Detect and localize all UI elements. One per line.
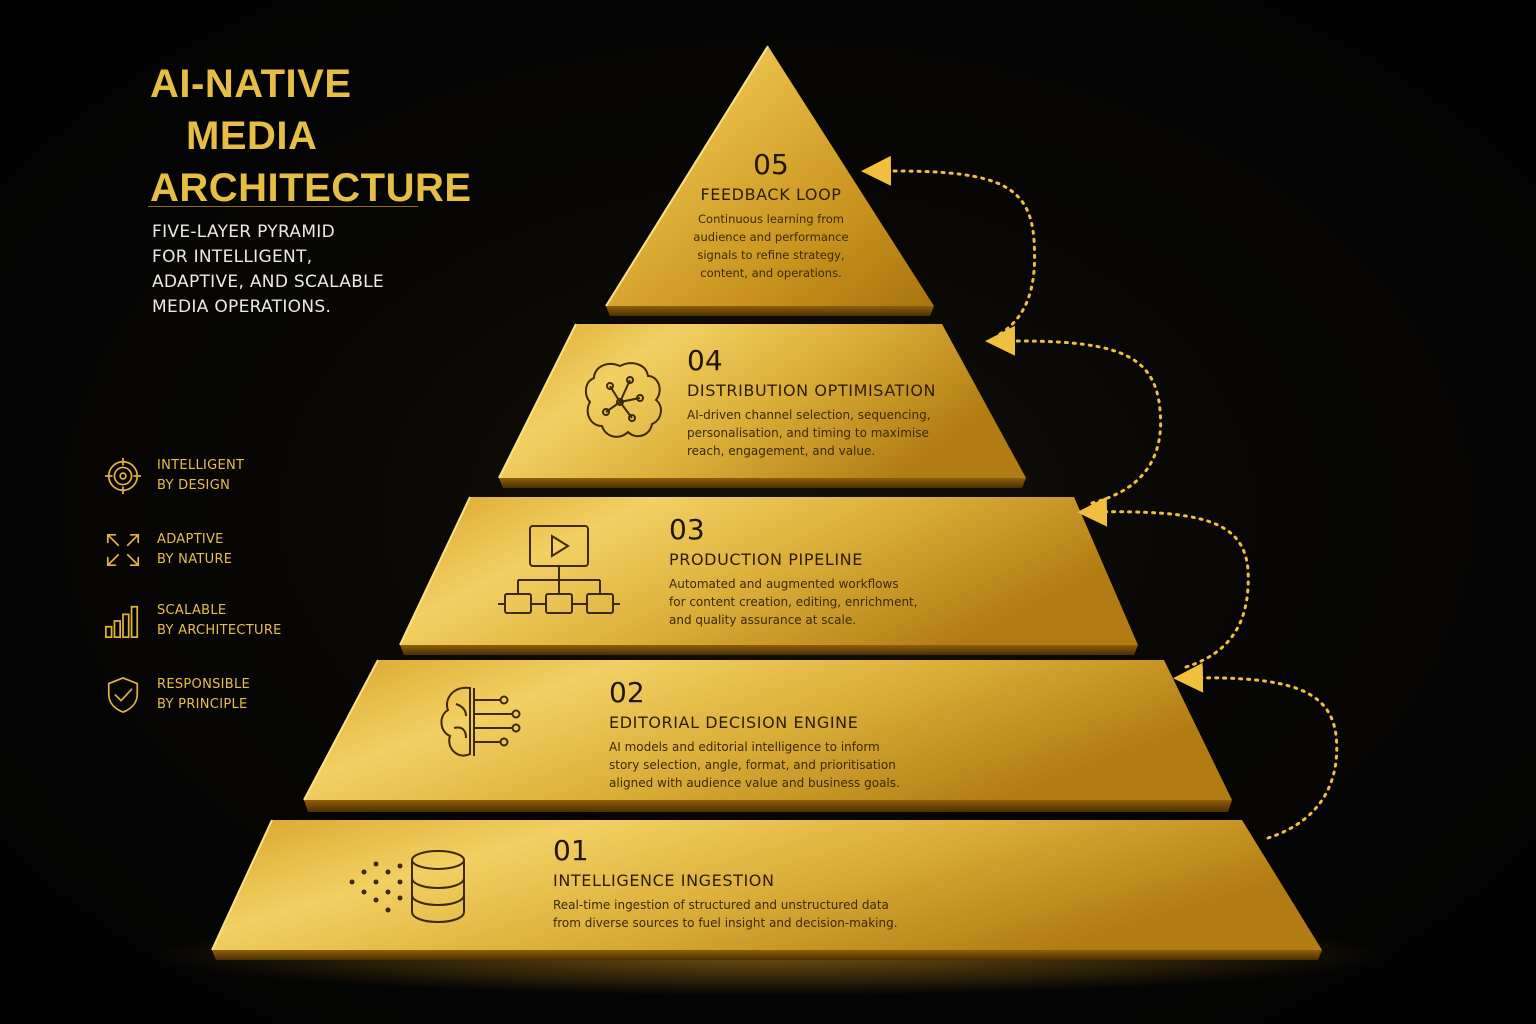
- subtitle-line-3: ADAPTIVE, AND SCALABLE: [152, 272, 384, 292]
- pillar-label-3: SCALABLE: [157, 603, 227, 618]
- pillar-intelligent: INTELLIGENT BY DESIGN: [104, 456, 344, 504]
- layer-1-title: INTELLIGENCE INGESTION: [553, 871, 775, 890]
- expand-arrows-icon: [106, 533, 140, 567]
- layer-4-description: AI-driven channel selection, sequencing,…: [687, 408, 931, 458]
- arrow-2-to-3: [1077, 496, 1250, 669]
- layer-5-number: 05: [753, 148, 789, 181]
- pillar-adaptive: ADAPTIVE BY NATURE: [104, 530, 344, 578]
- title-divider: [148, 206, 418, 207]
- page-title: AI-NATIVE MEDIA ARCHITECTURE: [150, 58, 510, 214]
- arrow-1-to-2: [1173, 662, 1339, 840]
- title-line-1: AI-NATIVE: [150, 62, 352, 106]
- layer-3-content: 03 PRODUCTION PIPELINE Automated and aug…: [669, 513, 959, 629]
- shield-check-icon: [107, 677, 139, 713]
- brain-circuit-icon: [440, 686, 521, 757]
- bar-chart-icon: [105, 605, 139, 639]
- title-line-2: MEDIA: [186, 114, 318, 158]
- subtitle-line-4: MEDIA OPERATIONS.: [152, 297, 332, 317]
- subtitle-line-1: FIVE-LAYER PYRAMID: [152, 222, 335, 242]
- pillar-label-4: RESPONSIBLE: [157, 677, 251, 692]
- layer-1-number: 01: [553, 834, 589, 867]
- layer-2-number: 02: [609, 676, 645, 709]
- layer-2-block: [303, 658, 1232, 812]
- pillar-sublabel-1: BY DESIGN: [157, 478, 231, 493]
- layer-3-description: Automated and augmented workflows for co…: [669, 577, 918, 627]
- layer-4-number: 04: [687, 344, 723, 377]
- layer-3-block: [399, 495, 1138, 655]
- subtitle-line-2: FOR INTELLIGENT,: [152, 247, 313, 267]
- layer-1-block: [211, 818, 1322, 960]
- arrow-4-to-5: [861, 155, 1037, 336]
- pillar-sublabel-2: BY NATURE: [157, 552, 233, 567]
- database-icon: [349, 850, 465, 924]
- layer-2-content: 02 EDITORIAL DECISION ENGINE AI models a…: [609, 676, 939, 792]
- layer-2-title: EDITORIAL DECISION ENGINE: [609, 713, 859, 732]
- pillar-label-2: ADAPTIVE: [157, 532, 224, 547]
- layer-5-content: 05 FEEDBACK LOOP Continuous learning fro…: [676, 148, 866, 282]
- layer-5-block: [605, 45, 934, 316]
- video-workflow-icon: [498, 525, 620, 614]
- pillar-responsible: RESPONSIBLE BY PRINCIPLE: [104, 675, 344, 723]
- layer-2-description: AI models and editorial intelligence to …: [609, 740, 900, 790]
- pillar-sublabel-4: BY PRINCIPLE: [157, 697, 248, 712]
- pillar-label-1: INTELLIGENT: [157, 458, 245, 473]
- target-icon: [104, 457, 142, 495]
- layer-4-title: DISTRIBUTION OPTIMISATION: [687, 381, 937, 400]
- feedback-arrows: [861, 155, 1339, 840]
- brain-network-icon: [584, 362, 662, 438]
- pillar-sublabel-3: BY ARCHITECTURE: [157, 623, 282, 638]
- layer-1-description: Real-time ingestion of structured and un…: [553, 898, 898, 930]
- title-line-3: ARCHITECTURE: [150, 166, 472, 210]
- layer-3-number: 03: [669, 513, 705, 546]
- pillar-scalable: SCALABLE BY ARCHITECTURE: [104, 601, 344, 649]
- layer-5-description: Continuous learning from audience and pe…: [693, 212, 849, 280]
- layer-5-title: FEEDBACK LOOP: [700, 185, 842, 204]
- layer-3-title: PRODUCTION PIPELINE: [669, 550, 863, 569]
- layer-1-content: 01 INTELLIGENCE INGESTION Real-time inge…: [553, 834, 913, 932]
- layer-4-content: 04 DISTRIBUTION OPTIMISATION AI-driven c…: [687, 344, 967, 460]
- subtitle: FIVE-LAYER PYRAMID FOR INTELLIGENT, ADAP…: [152, 220, 452, 320]
